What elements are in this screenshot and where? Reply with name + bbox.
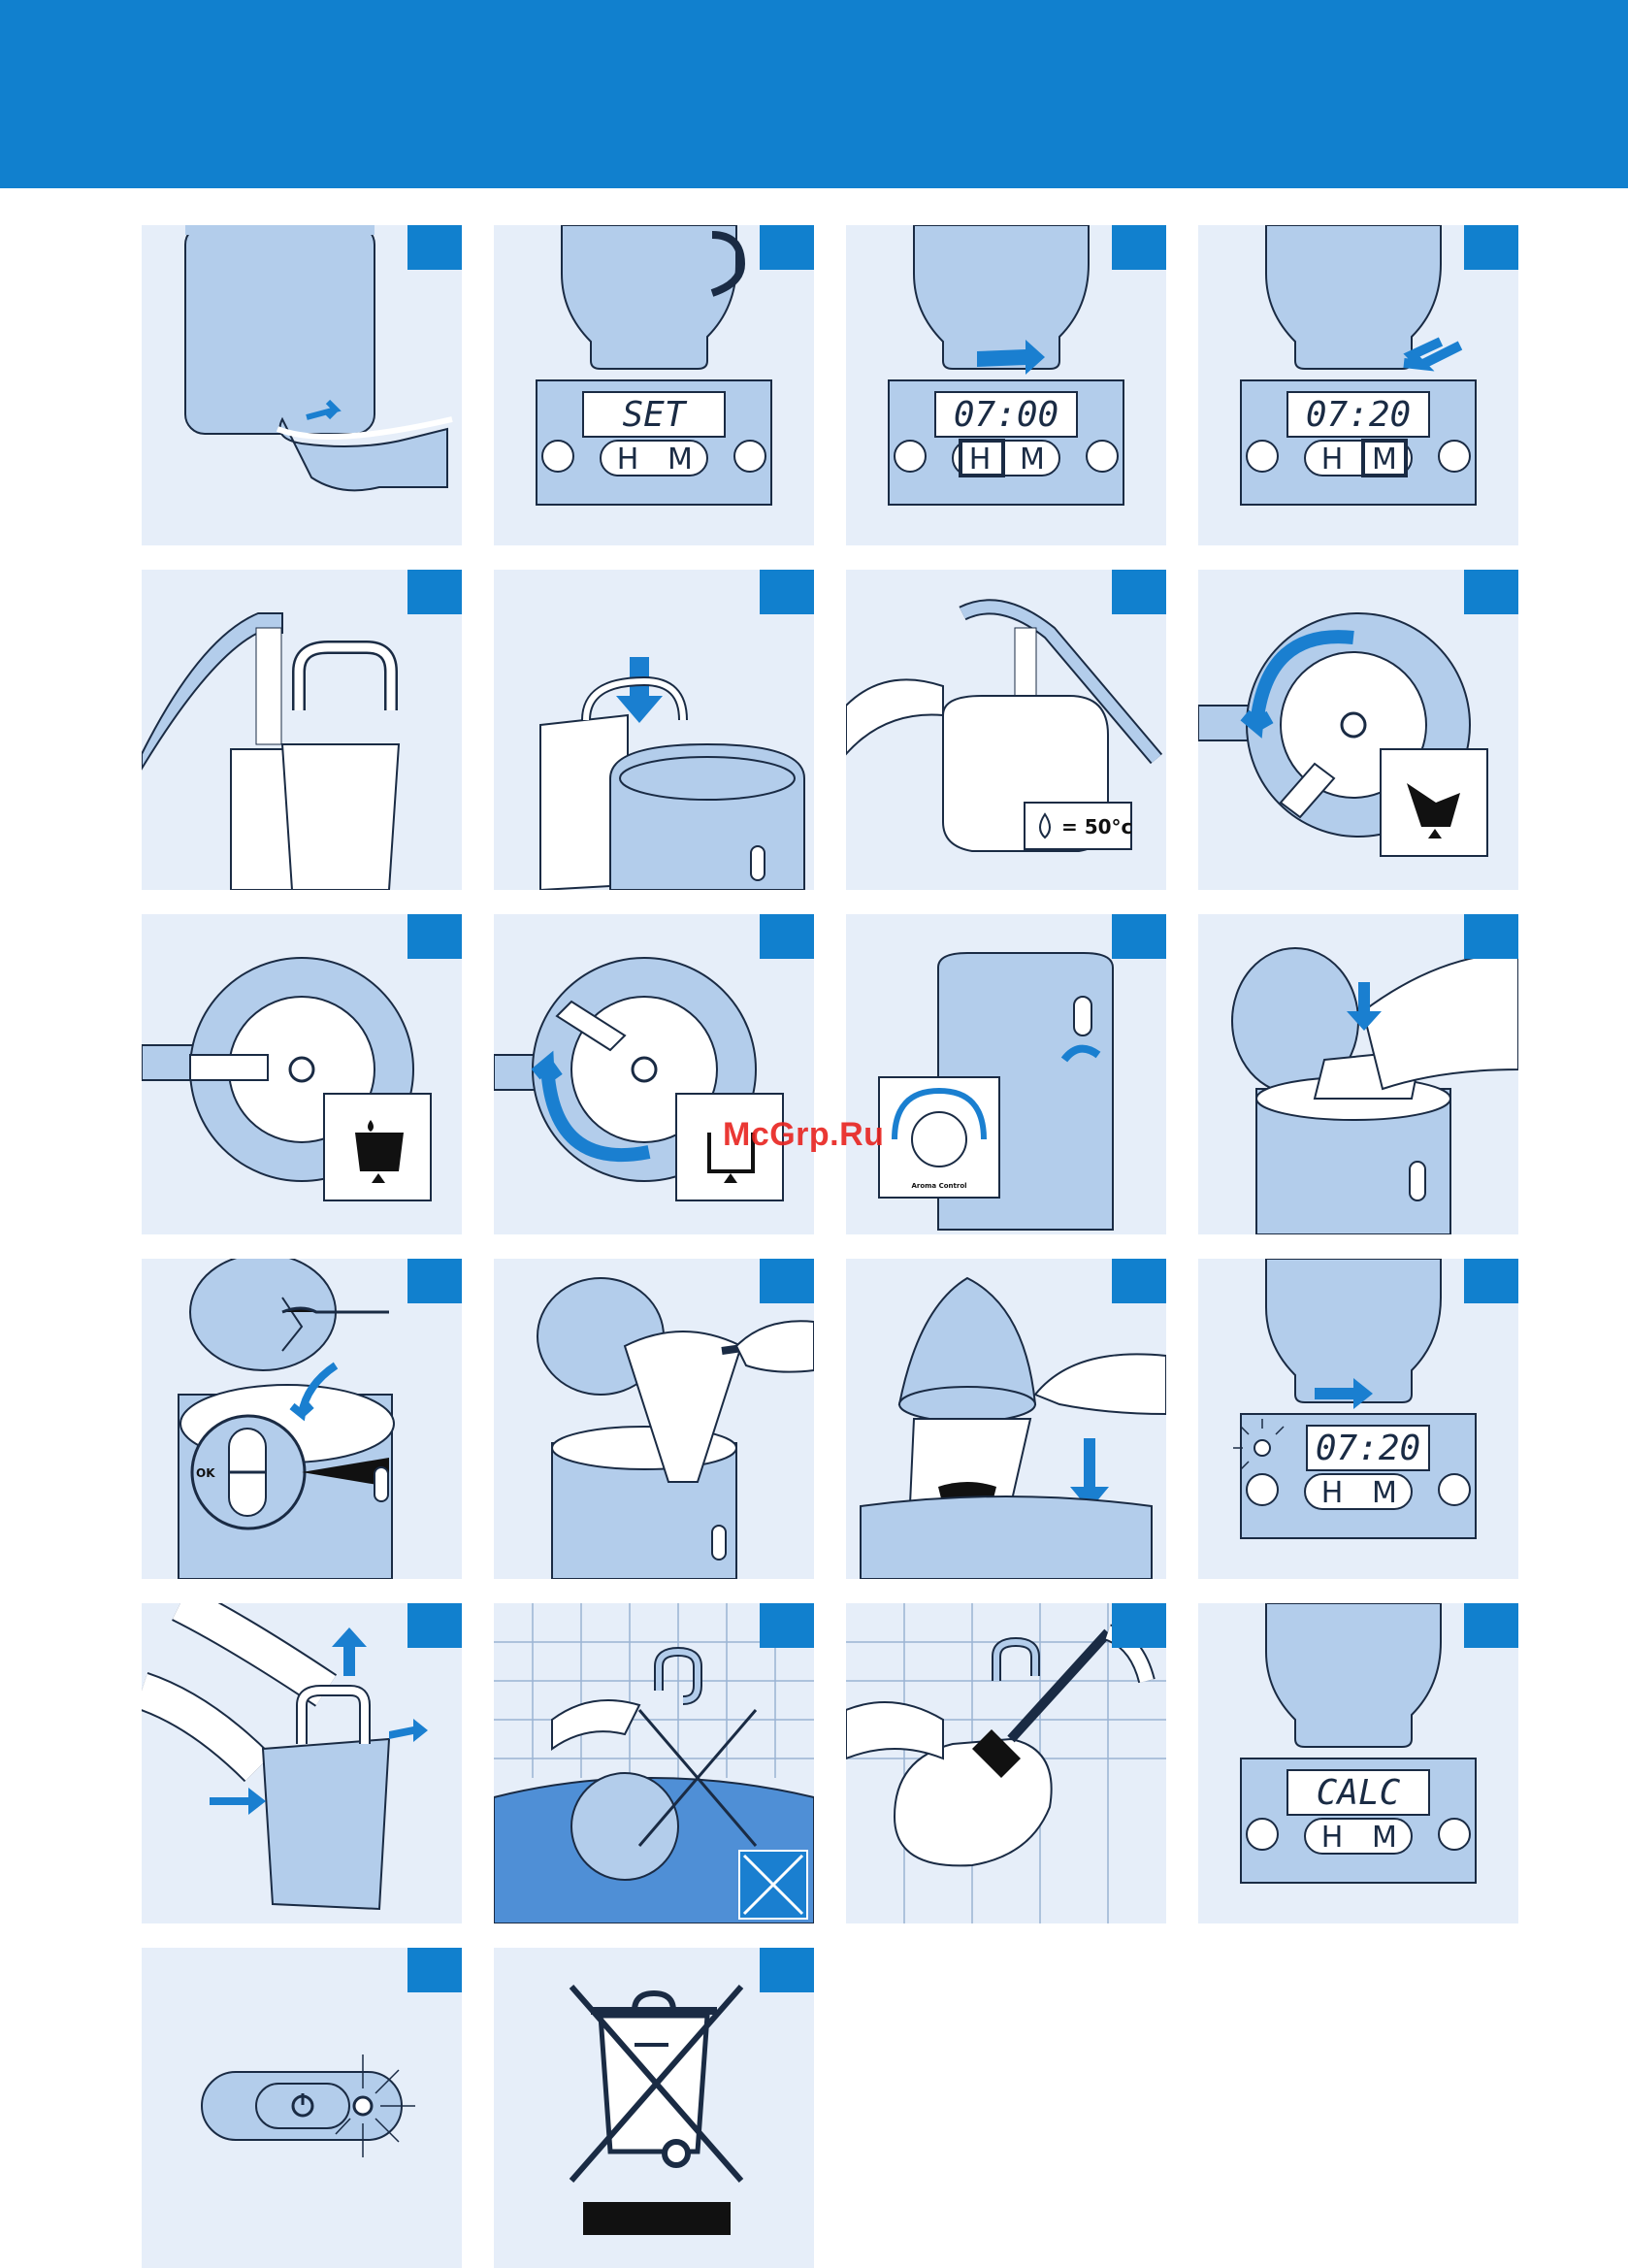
- hour-button-label: H: [1321, 1476, 1344, 1510]
- step-badge: [1464, 1259, 1518, 1303]
- step-badge: [407, 225, 462, 270]
- panel-2-illustration: SET H M: [494, 225, 814, 545]
- step-badge: [760, 1603, 814, 1648]
- hour-button-label: H: [969, 443, 992, 477]
- panel-2: SET H M: [494, 225, 814, 545]
- step-badge: [1112, 570, 1166, 614]
- panel-17-illustration: [142, 1603, 462, 1923]
- step-badge: [1464, 914, 1518, 959]
- hour-button-label: H: [1321, 443, 1344, 477]
- display-readout: 07:20: [1306, 395, 1411, 435]
- illustration-grid: SET H M 07:00 H M: [142, 225, 1517, 2263]
- minute-button-label: M: [1372, 443, 1397, 477]
- step-badge: [760, 914, 814, 959]
- minute-button-label: M: [1020, 443, 1045, 477]
- panel-22: [494, 1948, 814, 2268]
- panel-5: [142, 570, 462, 890]
- step-badge: [407, 570, 462, 614]
- step-badge: [760, 1259, 814, 1303]
- watermark-text: McGrp.Ru: [723, 1116, 884, 1154]
- aroma-control-label: Aroma Control: [911, 1182, 966, 1190]
- temperature-label: = 50°c: [1061, 815, 1132, 838]
- step-badge: [1112, 1259, 1166, 1303]
- step-badge: [407, 1948, 462, 1992]
- panel-1-illustration: [142, 225, 462, 545]
- panel-4: 07:20 H M: [1198, 225, 1518, 545]
- panel-17: [142, 1603, 462, 1923]
- panel-16: 07:20 H M: [1198, 1259, 1518, 1579]
- panel-20: CALC H M: [1198, 1603, 1518, 1923]
- panel-7-illustration: = 50°c: [846, 570, 1166, 890]
- panel-9-illustration: [142, 914, 462, 1234]
- panel-12-illustration: [1198, 914, 1518, 1234]
- panel-18-illustration: [494, 1603, 814, 1923]
- minute-button-label: M: [667, 443, 693, 477]
- step-badge: [1464, 1603, 1518, 1648]
- panel-14: [494, 1259, 814, 1579]
- panel-8-illustration: [1198, 570, 1518, 890]
- panel-4-illustration: 07:20 H M: [1198, 225, 1518, 545]
- panel-19-illustration: [846, 1603, 1166, 1923]
- minute-button-label: M: [1372, 1476, 1397, 1510]
- hour-button-label: H: [1321, 1821, 1344, 1855]
- display-readout: 07:00: [954, 395, 1058, 435]
- step-badge: [407, 1603, 462, 1648]
- step-badge: [1464, 225, 1518, 270]
- weee-disposal-icon: [494, 1948, 814, 2268]
- panel-3-illustration: 07:00 H M: [846, 225, 1166, 545]
- panel-16-illustration: 07:20 H M: [1198, 1259, 1518, 1579]
- step-badge: [407, 914, 462, 959]
- panel-13-illustration: OK: [142, 1259, 462, 1579]
- panel-21: [142, 1948, 462, 2268]
- panel-15-illustration: [846, 1259, 1166, 1579]
- step-badge: [1112, 225, 1166, 270]
- panel-8: [1198, 570, 1518, 890]
- panel-11: Aroma Control: [846, 914, 1166, 1234]
- panel-19: [846, 1603, 1166, 1923]
- display-readout: CALC: [1317, 1773, 1401, 1813]
- step-badge: [1112, 914, 1166, 959]
- display-readout: SET: [622, 395, 687, 435]
- panel-9: [142, 914, 462, 1234]
- header-band: [0, 0, 1628, 188]
- display-readout: 07:20: [1316, 1429, 1420, 1468]
- step-badge: [407, 1259, 462, 1303]
- step-badge: [1464, 570, 1518, 614]
- hour-button-label: H: [617, 443, 639, 477]
- step-badge: [760, 1948, 814, 1992]
- panel-3: 07:00 H M: [846, 225, 1166, 545]
- panel-18: [494, 1603, 814, 1923]
- panel-1: [142, 225, 462, 545]
- step-badge: [1112, 1603, 1166, 1648]
- panel-6-illustration: [494, 570, 814, 890]
- panel-10-illustration: [494, 914, 814, 1234]
- step-badge: [760, 225, 814, 270]
- panel-10: [494, 914, 814, 1234]
- step-badge: [760, 570, 814, 614]
- ok-label: OK: [196, 1466, 215, 1480]
- panel-7: = 50°c: [846, 570, 1166, 890]
- panel-13: OK: [142, 1259, 462, 1579]
- panel-5-illustration: [142, 570, 462, 890]
- minute-button-label: M: [1372, 1821, 1397, 1855]
- panel-20-illustration: CALC H M: [1198, 1603, 1518, 1923]
- panel-12: [1198, 914, 1518, 1234]
- panel-6: [494, 570, 814, 890]
- panel-15: [846, 1259, 1166, 1579]
- panel-21-illustration: [142, 1948, 462, 2268]
- panel-11-illustration: Aroma Control: [846, 914, 1166, 1234]
- panel-14-illustration: [494, 1259, 814, 1579]
